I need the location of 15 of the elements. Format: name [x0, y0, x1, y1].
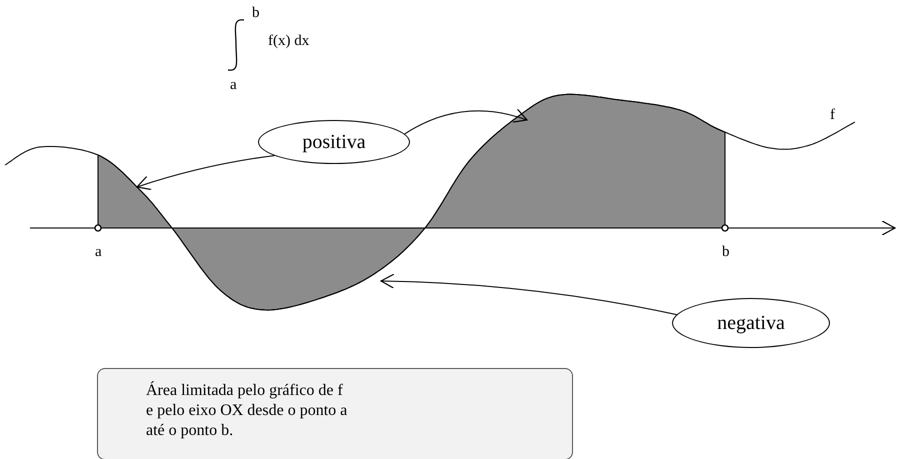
function-name: f [830, 108, 835, 123]
shaded-area [424, 94, 726, 228]
label-ellipse: positiva [258, 120, 410, 164]
label-ellipse: negativa [672, 298, 830, 348]
arrow [404, 108, 528, 134]
point-label: b [722, 245, 730, 260]
arrow [380, 274, 678, 316]
arrow [136, 155, 275, 190]
point-label: a [95, 245, 102, 260]
note-box: Área limitada pelo gráfico de f e pelo eixo OX desde o ponto a até o ponto b. [97, 368, 573, 459]
limit-label: b [252, 6, 260, 21]
limit-label: a [230, 78, 237, 93]
integrand-label: f(x) dx [268, 34, 310, 49]
shaded-area [98, 154, 172, 228]
shaded-area [172, 228, 426, 311]
